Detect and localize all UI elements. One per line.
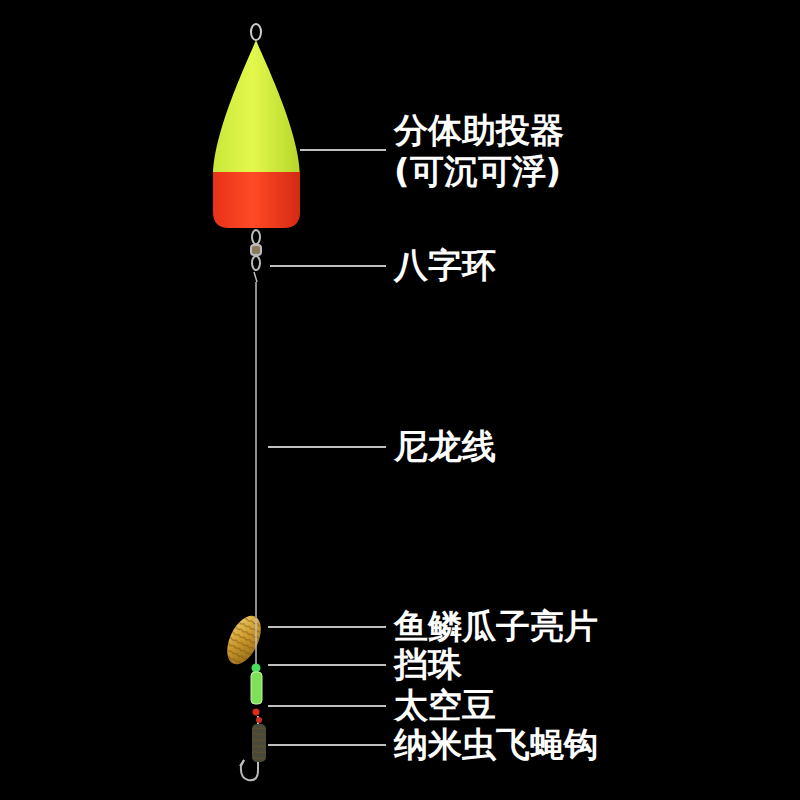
swivel [251, 230, 261, 270]
space-bean [251, 672, 262, 704]
spinner-blade [220, 611, 267, 670]
part-label: 鱼鳞瓜子亮片 [394, 608, 598, 645]
part-label: 尼龙线 [394, 428, 496, 465]
part-label: 八字环 [394, 247, 496, 284]
leader-lines [268, 150, 386, 745]
part-label: 分体助投器 [394, 112, 564, 149]
fly-hook [240, 716, 266, 780]
float-ring [251, 24, 261, 40]
small-bead [253, 709, 260, 716]
part-label: 纳米虫飞蝇钩 [394, 726, 598, 763]
float-bottom [213, 172, 300, 228]
float-top [213, 40, 300, 175]
stop-bead [252, 664, 261, 673]
part-label: 挡珠 [394, 646, 462, 683]
wire-shaft [255, 618, 257, 668]
part-label: (可沉可浮) [394, 153, 561, 190]
part-label: 太空豆 [394, 687, 496, 724]
nylon-line [254, 272, 257, 618]
